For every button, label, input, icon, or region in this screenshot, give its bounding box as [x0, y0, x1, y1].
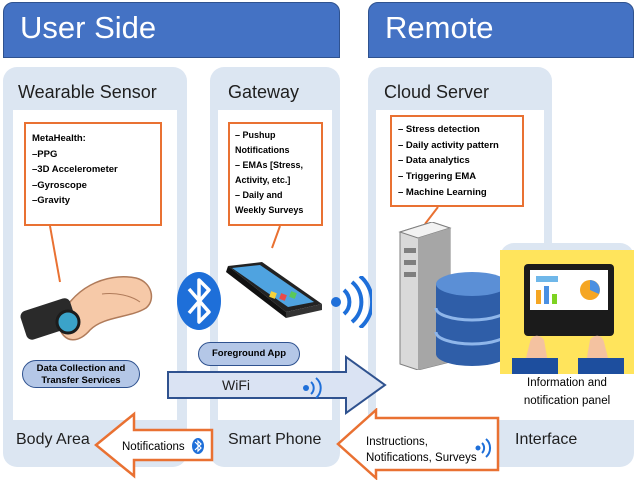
- instructions-line: Notifications, Surveys: [366, 452, 477, 464]
- cloud-title: Cloud Server: [384, 82, 490, 102]
- smartwatch-icon: [20, 276, 153, 341]
- data-collection-service: Data Collection and Transfer Services: [22, 360, 140, 388]
- notifications-arrow: [94, 411, 214, 479]
- wearable-sensor-list: MetaHealth: –PPG –3D Accelerometer –Gyro…: [24, 122, 162, 226]
- sensor-item: –3D Accelerometer: [32, 164, 118, 175]
- gateway-item: – Daily and: [235, 190, 283, 200]
- info-panel-line: notification panel: [523, 395, 611, 407]
- info-panel-line: Information and: [527, 377, 607, 389]
- wifi-label: WiFi: [222, 377, 250, 393]
- wifi-arrow: [167, 355, 387, 415]
- cloud-item: – Machine Learning: [398, 186, 487, 198]
- smart-phone-label: Smart Phone: [228, 431, 322, 448]
- gateway-item: Activity, etc.]: [235, 175, 291, 185]
- laptop-icon: [500, 250, 634, 374]
- sensor-item: MetaHealth:: [32, 133, 86, 144]
- remote-header: Remote: [368, 2, 634, 58]
- wearable-title: Wearable Sensor: [18, 82, 157, 102]
- body-area-label: Body Area: [16, 431, 90, 448]
- instructions-line: Instructions,: [366, 436, 428, 448]
- cloud-item: – Data analytics: [398, 155, 470, 167]
- gateway-item: Weekly Surveys: [235, 205, 304, 215]
- sensor-item: –PPG: [32, 148, 58, 160]
- instructions-arrow: [336, 408, 500, 480]
- cloud-feature-list: – Stress detection – Daily activity patt…: [390, 115, 524, 207]
- foreground-app: Foreground App: [198, 342, 300, 366]
- sensor-item: –Gyroscope: [32, 179, 87, 191]
- instructions-label: Instructions, Notifications, Surveys: [366, 434, 477, 466]
- user-side-header: User Side: [3, 2, 340, 58]
- cloud-item: – Triggering EMA: [398, 171, 477, 183]
- sensor-item: –Gravity: [32, 195, 71, 206]
- notifications-label: Notifications: [122, 441, 185, 453]
- gateway-item: Notifications: [235, 145, 290, 155]
- database-icon: [434, 272, 510, 366]
- cloud-item: – Daily activity pattern: [398, 139, 499, 151]
- smartphone-icon: [226, 262, 322, 318]
- interface-label: Interface: [515, 431, 578, 448]
- gateway-item: – Pushup: [235, 130, 276, 140]
- gateway-feature-list: – Pushup Notifications – EMAs [Stress, A…: [228, 122, 323, 226]
- gateway-item: – EMAs [Stress,: [235, 160, 304, 170]
- info-panel-label: Information and notification panel: [500, 374, 634, 410]
- cloud-item: – Stress detection: [398, 124, 480, 135]
- bluetooth-icon: [177, 272, 221, 330]
- gateway-title: Gateway: [228, 82, 300, 102]
- wifi-signal-icon: [331, 276, 372, 328]
